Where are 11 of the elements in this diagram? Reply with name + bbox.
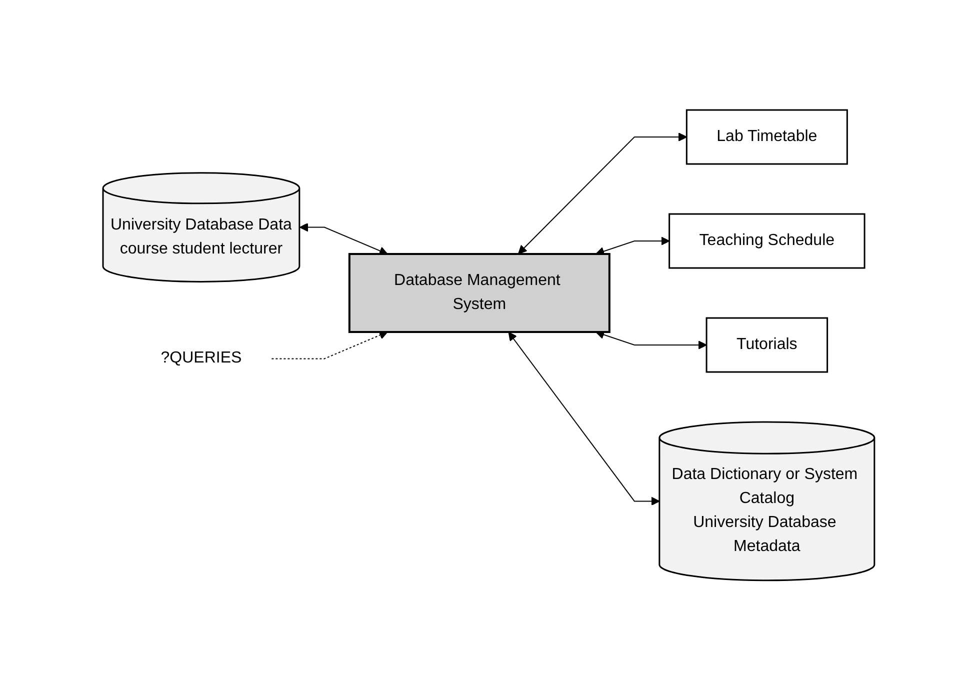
node-box: Lab Timetable — [686, 109, 848, 165]
node-box: Database Management System — [348, 252, 611, 333]
arrow — [508, 332, 660, 506]
node-box: Teaching Schedule — [668, 213, 866, 269]
arrow — [596, 330, 708, 350]
arrow — [518, 132, 688, 254]
arrow — [596, 236, 670, 256]
arrow — [271, 330, 388, 359]
arrow — [300, 222, 388, 255]
node-text: ?QUERIES — [161, 349, 242, 366]
node-box: Tutorials — [706, 317, 828, 373]
